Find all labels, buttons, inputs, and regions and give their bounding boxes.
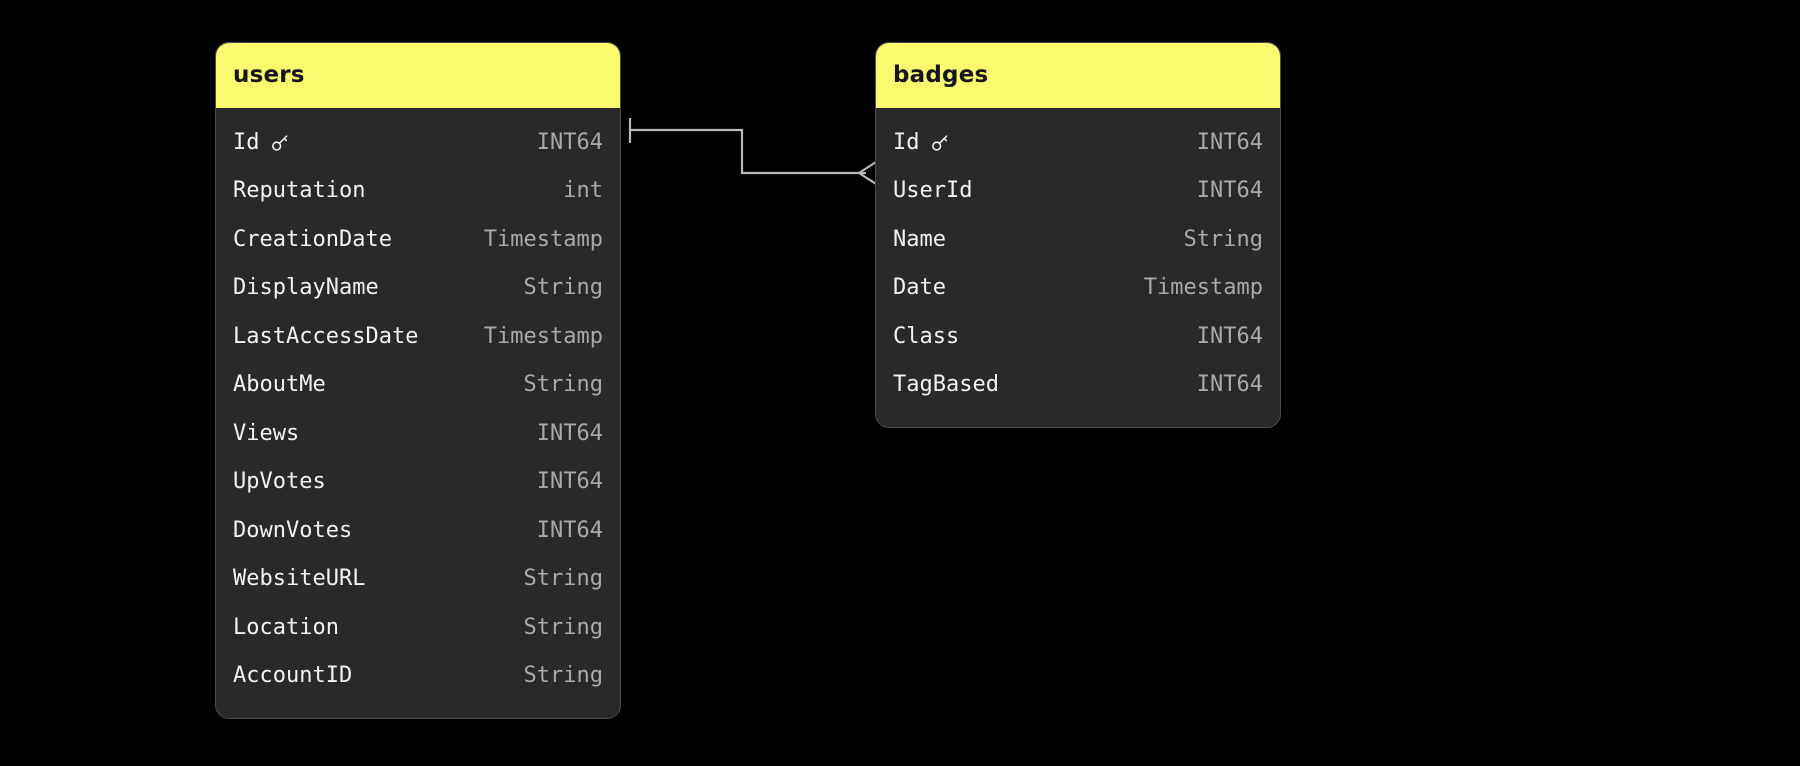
column-type-label: INT64 bbox=[536, 129, 603, 155]
column-row[interactable]: Name String bbox=[876, 215, 1280, 264]
column-type-label: String bbox=[523, 566, 603, 592]
column-name: TagBased bbox=[893, 372, 999, 397]
column-name: DisplayName bbox=[233, 275, 379, 300]
column-type-label: INT64 bbox=[1196, 178, 1263, 204]
column-type-label: String bbox=[523, 614, 603, 640]
column-name-label: CreationDate bbox=[233, 226, 392, 252]
column-name-label: Location bbox=[233, 614, 339, 640]
column-name-label: UserId bbox=[893, 178, 973, 204]
relationship-line bbox=[630, 128, 866, 175]
column-name: Views bbox=[233, 421, 299, 446]
column-row[interactable]: CreationDate Timestamp bbox=[216, 215, 620, 264]
column-type-label: INT64 bbox=[1196, 129, 1263, 155]
column-type-label: Timestamp bbox=[483, 226, 603, 252]
column-name: AboutMe bbox=[233, 372, 326, 397]
column-type-label: String bbox=[523, 372, 603, 398]
column-name-label: AboutMe bbox=[233, 372, 326, 398]
relationship-users-badges bbox=[628, 118, 877, 185]
column-row[interactable]: WebsiteURL String bbox=[216, 555, 620, 604]
primary-key-icon bbox=[269, 132, 291, 154]
column-row[interactable]: TagBased INT64 bbox=[876, 361, 1280, 410]
primary-key-icon bbox=[929, 132, 951, 154]
column-name: Class bbox=[893, 324, 959, 349]
column-name: Id bbox=[233, 130, 291, 155]
column-name: Date bbox=[893, 275, 946, 300]
column-name-label: TagBased bbox=[893, 372, 999, 398]
column-type-label: String bbox=[523, 663, 603, 689]
column-name: CreationDate bbox=[233, 227, 392, 252]
column-type-label: Timestamp bbox=[1143, 275, 1263, 301]
column-name-label: Name bbox=[893, 226, 946, 252]
column-name-label: Date bbox=[893, 275, 946, 301]
column-name-label: DownVotes bbox=[233, 517, 353, 543]
column-name-label: Id bbox=[233, 129, 260, 155]
column-row[interactable]: UpVotes INT64 bbox=[216, 458, 620, 507]
column-type-label: INT64 bbox=[1196, 323, 1263, 349]
column-name-label: Views bbox=[233, 420, 300, 446]
column-row[interactable]: DownVotes INT64 bbox=[216, 506, 620, 555]
column-row[interactable]: Date Timestamp bbox=[876, 264, 1280, 313]
column-row[interactable]: DisplayName String bbox=[216, 264, 620, 313]
column-row[interactable]: Location String bbox=[216, 603, 620, 652]
column-type-label: INT64 bbox=[1196, 372, 1263, 398]
column-type-label: int bbox=[563, 178, 603, 204]
column-name-label: Reputation bbox=[233, 178, 366, 204]
column-type-label: String bbox=[1183, 226, 1263, 252]
column-name: Name bbox=[893, 227, 946, 252]
column-type-label: INT64 bbox=[536, 420, 603, 446]
column-row[interactable]: Class INT64 bbox=[876, 312, 1280, 361]
column-row[interactable]: LastAccessDate Timestamp bbox=[216, 312, 620, 361]
column-name: LastAccessDate bbox=[233, 324, 418, 349]
column-row[interactable]: AccountID String bbox=[216, 652, 620, 701]
column-type-label: Timestamp bbox=[483, 323, 603, 349]
column-row[interactable]: Reputation int bbox=[216, 167, 620, 216]
column-name-label: UpVotes bbox=[233, 469, 326, 495]
column-type-label: INT64 bbox=[536, 517, 603, 543]
column-row[interactable]: UserId INT64 bbox=[876, 167, 1280, 216]
column-name-label: Class bbox=[893, 323, 960, 349]
column-name: UpVotes bbox=[233, 469, 326, 494]
cardinality-many-marker bbox=[856, 161, 877, 185]
column-name: Reputation bbox=[233, 178, 365, 203]
column-row[interactable]: Views INT64 bbox=[216, 409, 620, 458]
column-type-label: String bbox=[523, 275, 603, 301]
column-name-label: WebsiteURL bbox=[233, 566, 366, 592]
column-row[interactable]: Id INT64 bbox=[876, 118, 1280, 167]
column-name: Location bbox=[233, 615, 339, 640]
column-name-label: AccountID bbox=[233, 663, 353, 689]
column-name: DownVotes bbox=[233, 518, 352, 543]
column-name-label: Id bbox=[893, 129, 920, 155]
column-name: UserId bbox=[893, 178, 972, 203]
entity-title-badges: badges bbox=[876, 43, 1280, 108]
column-row[interactable]: Id INT64 bbox=[216, 118, 620, 167]
entity-title-users: users bbox=[216, 43, 620, 108]
column-name-label: DisplayName bbox=[233, 275, 379, 301]
column-type-label: INT64 bbox=[536, 469, 603, 495]
column-name-label: LastAccessDate bbox=[233, 323, 419, 349]
column-name: Id bbox=[893, 130, 951, 155]
column-row[interactable]: AboutMe String bbox=[216, 361, 620, 410]
column-name: WebsiteURL bbox=[233, 566, 365, 591]
column-name: AccountID bbox=[233, 663, 352, 688]
